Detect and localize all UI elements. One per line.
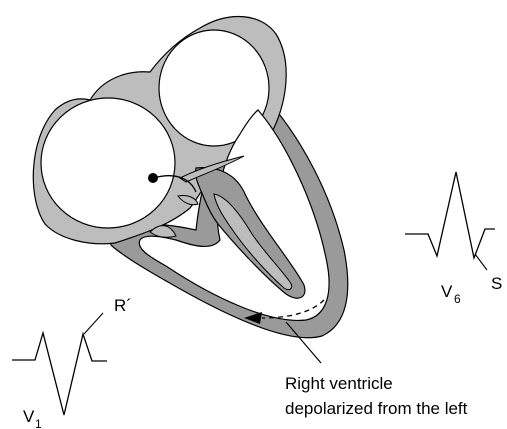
v1-waveform <box>12 333 107 415</box>
s-wave-label: S <box>491 274 502 293</box>
caption: Right ventricle depolarized from the lef… <box>285 374 468 418</box>
ecg-trace-v1: R´ V 1 <box>12 296 132 429</box>
r-prime-label: R´ <box>114 296 132 315</box>
v6-subscript: 6 <box>454 292 461 306</box>
v1-subscript: 1 <box>35 417 42 429</box>
ecg-trace-v6: S V 6 <box>405 172 502 306</box>
heart <box>33 17 347 363</box>
v6-waveform <box>405 172 495 258</box>
caption-line-1: Right ventricle <box>285 374 393 393</box>
r-prime-leader <box>84 313 103 334</box>
caption-line-2: depolarized from the left <box>285 399 468 418</box>
left-chamber-cavity <box>41 98 175 228</box>
v1-label: V <box>23 407 35 426</box>
v6-label: V <box>441 282 453 301</box>
s-wave-leader <box>475 254 487 270</box>
